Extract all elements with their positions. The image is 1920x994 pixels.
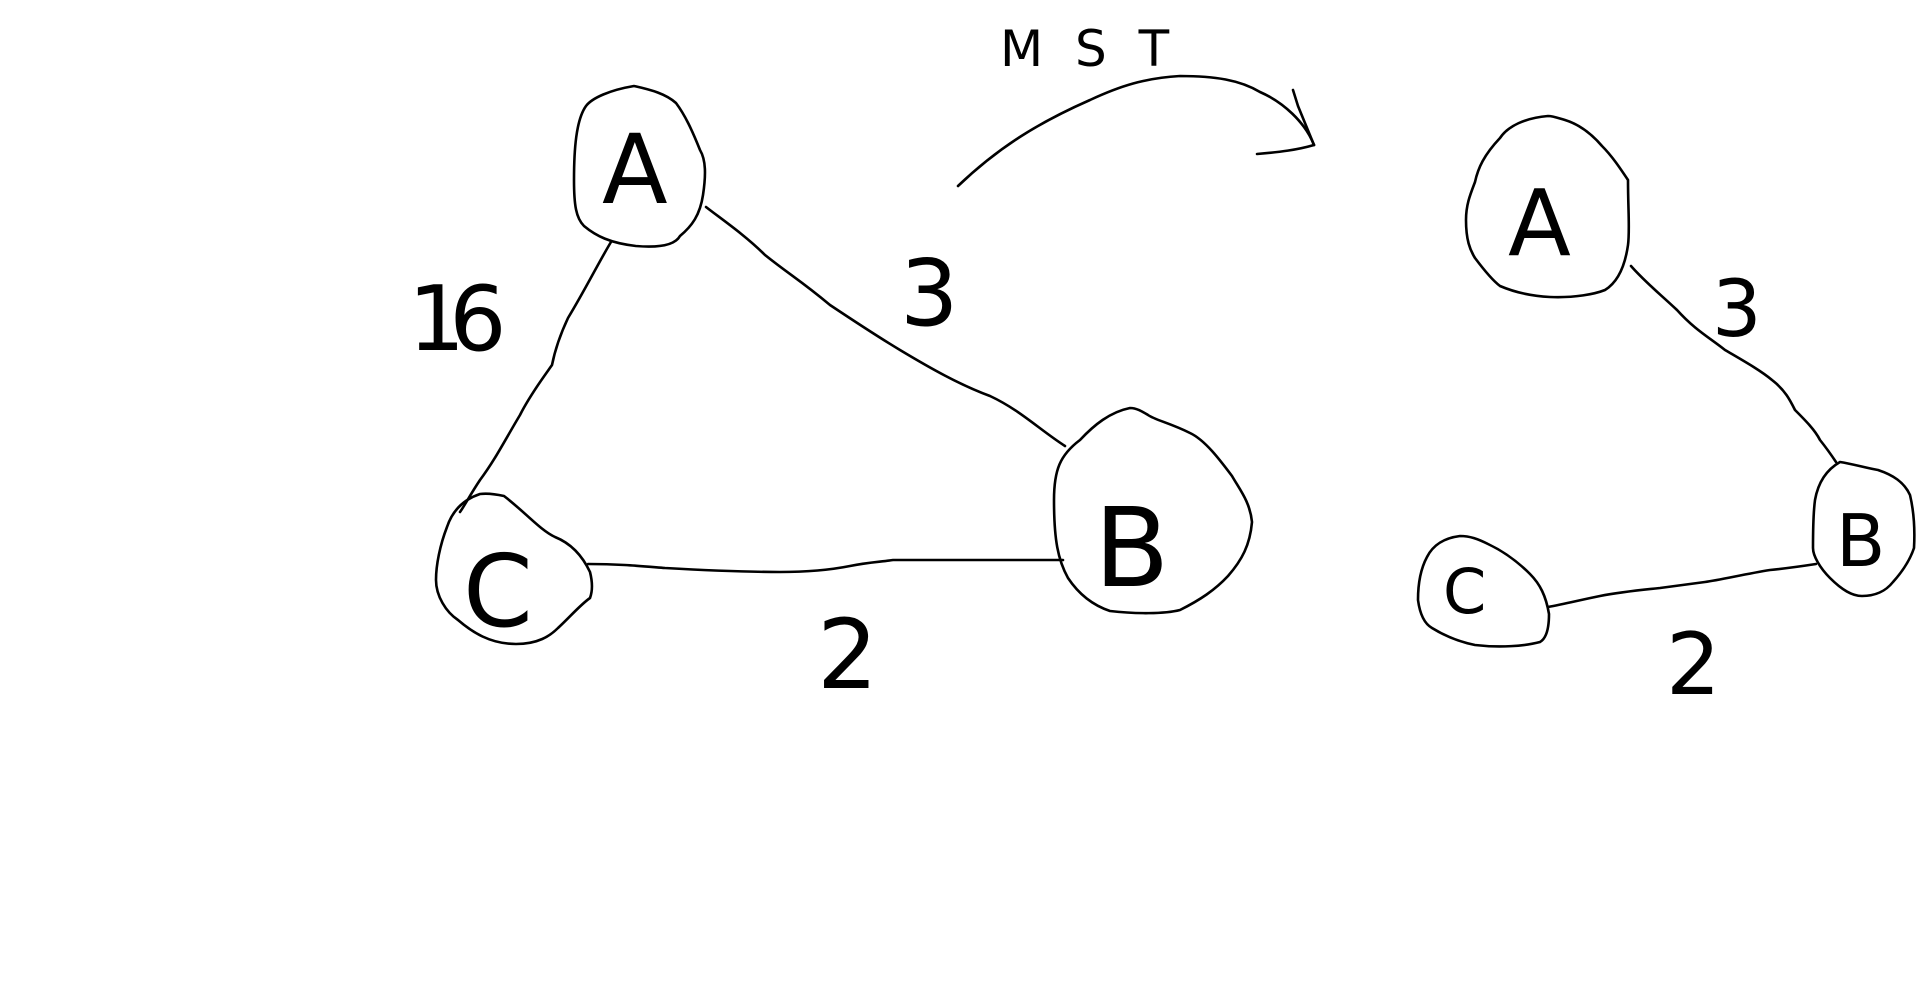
edge-a-c (458, 240, 613, 514)
mst-node-c-circle (1416, 534, 1551, 648)
original-graph: A B C 16 3 2 (408, 84, 1254, 711)
mst-graph: A B C 3 2 (1416, 114, 1916, 715)
diagram-title: M S T (1000, 20, 1177, 78)
node-a-circle (572, 84, 707, 248)
mst-edge-b-c (1546, 562, 1818, 609)
edge-weight-a-b: 3 (900, 240, 959, 347)
edge-b-c (586, 558, 1065, 574)
mst-edge-weight-b-c: 2 (1666, 615, 1721, 715)
node-c-circle (434, 492, 594, 646)
mst-node-c-label: C (1443, 555, 1486, 628)
edge-weight-b-c: 2 (817, 599, 878, 711)
edge-weight-a-c: 16 (408, 267, 501, 372)
node-b-label: B (1094, 484, 1169, 612)
node-b-circle (1052, 406, 1254, 615)
mst-node-b-label: B (1836, 499, 1885, 583)
mst-node-a-label: A (1508, 170, 1571, 277)
mst-edge-a-b (1629, 264, 1838, 464)
mst-edge-weight-a-b: 3 (1712, 265, 1762, 355)
node-a-label: A (602, 114, 668, 226)
curved-arrow-icon (956, 74, 1316, 188)
node-c-label: C (463, 533, 533, 650)
mst-node-a-circle (1464, 114, 1631, 299)
mst-node-b-circle (1811, 460, 1916, 598)
edge-a-b (704, 205, 1067, 448)
